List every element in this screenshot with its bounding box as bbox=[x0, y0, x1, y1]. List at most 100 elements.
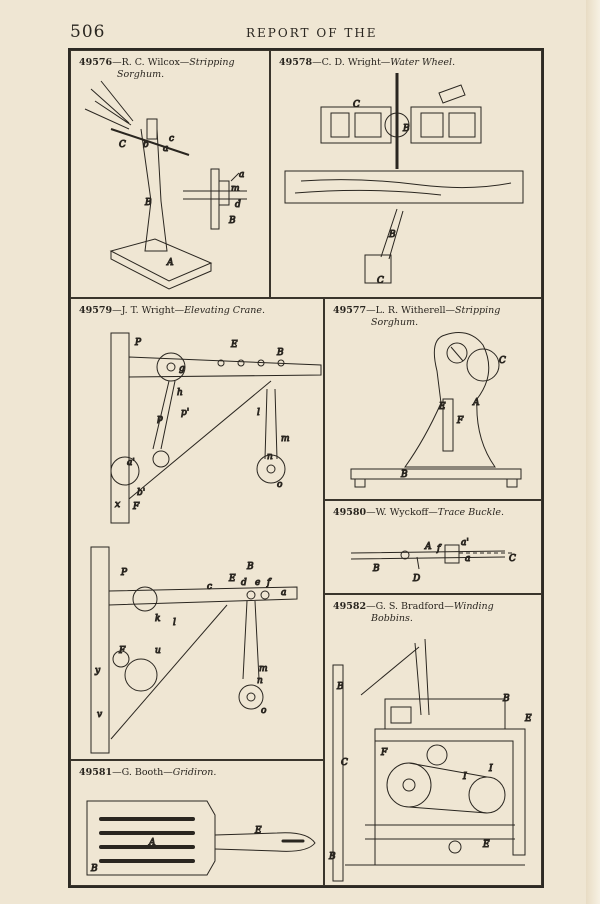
patentee: C. D. Wright bbox=[321, 57, 381, 68]
patent-title-continued: Bobbins. bbox=[371, 613, 413, 624]
fig-label: B bbox=[336, 682, 344, 692]
fig-label: F bbox=[118, 646, 126, 656]
fig-label: u bbox=[155, 646, 161, 656]
patent-number: 49577 bbox=[333, 305, 367, 316]
stripping-sorghum-drawing: C b c a B A a m d B bbox=[84, 80, 247, 290]
fig-label: C bbox=[119, 140, 126, 150]
patent-title: Trace Buckle. bbox=[437, 507, 505, 518]
patent-panel-49577: 49577—L. R. Witherell—Stripping Sorghum.… bbox=[324, 298, 542, 500]
fig-label: E bbox=[524, 714, 532, 724]
patentee: J. T. Wright bbox=[121, 305, 175, 316]
fig-label: m bbox=[281, 434, 290, 444]
fig-label: p' bbox=[181, 408, 189, 418]
fig-label: d bbox=[241, 578, 247, 588]
patent-number: 49579 bbox=[79, 305, 113, 316]
patent-number: 49581 bbox=[79, 767, 113, 778]
fig-label: F bbox=[380, 748, 388, 758]
fig-label: b bbox=[143, 140, 149, 150]
fig-label: c bbox=[169, 134, 174, 144]
patent-caption: 49581—G. Booth—Gridiron. bbox=[79, 767, 217, 778]
fig-label: E bbox=[230, 340, 238, 350]
patentee: G. Booth bbox=[121, 767, 164, 778]
fig-label: I bbox=[462, 772, 467, 782]
fig-label: B bbox=[502, 694, 510, 704]
fig-label: B bbox=[328, 852, 336, 862]
fig-label: m bbox=[231, 184, 240, 194]
patentee: L. R. Witherell bbox=[375, 305, 446, 316]
fig-label: a bbox=[239, 170, 244, 180]
fig-label: E bbox=[228, 574, 236, 584]
patent-panel-49579: 49579—J. T. Wright—Elevating Crane. P E … bbox=[70, 298, 324, 760]
patentee: R. C. Wilcox bbox=[121, 57, 180, 68]
fig-label: C bbox=[377, 276, 384, 286]
fig-label: n bbox=[267, 452, 273, 462]
patent-title-continued: Sorghum. bbox=[371, 317, 419, 328]
patent-title: Winding bbox=[453, 601, 494, 612]
fig-label: F bbox=[132, 502, 140, 512]
page-number: 506 bbox=[70, 22, 106, 42]
page-header: 506 REPORT OF THE bbox=[66, 22, 536, 42]
page-edge bbox=[586, 0, 600, 904]
fig-label: y bbox=[94, 666, 101, 676]
fig-label: F bbox=[456, 416, 464, 426]
fig-label: a bbox=[281, 588, 286, 598]
water-wheel-drawing: C B B C bbox=[284, 73, 524, 287]
fig-label: P bbox=[120, 568, 128, 578]
fig-label: B bbox=[402, 124, 410, 134]
fig-label: f bbox=[436, 544, 442, 554]
patent-title: Stripping bbox=[455, 305, 501, 316]
fig-label: B bbox=[246, 562, 254, 572]
patentee: G. S. Bradford bbox=[375, 601, 445, 612]
patent-number: 49582 bbox=[333, 601, 367, 612]
running-title: REPORT OF THE bbox=[246, 26, 378, 40]
fig-label: E bbox=[254, 826, 262, 836]
fig-label: a bbox=[465, 554, 470, 564]
fig-label: C bbox=[353, 100, 360, 110]
fig-label: A bbox=[148, 838, 156, 848]
fig-label: o bbox=[277, 480, 283, 490]
fig-label: B bbox=[144, 198, 152, 208]
patent-panel-49578: 49578—C. D. Wright—Water Wheel. C B B C bbox=[270, 50, 542, 298]
fig-label: B bbox=[372, 564, 380, 574]
fig-label: A bbox=[424, 542, 432, 552]
fig-label: g bbox=[179, 364, 185, 374]
patent-title-continued: Sorghum. bbox=[117, 69, 165, 80]
fig-label: f bbox=[266, 578, 272, 588]
fig-label: m bbox=[259, 664, 268, 674]
trace-buckle-drawing: a' A f a C B D bbox=[350, 538, 517, 585]
fig-label: E bbox=[482, 840, 490, 850]
gridiron-drawing: A B E bbox=[86, 800, 316, 876]
fig-label: B bbox=[90, 864, 98, 874]
patent-panel-49576: 49576—R. C. Wilcox—Stripping Sorghum. C … bbox=[70, 50, 270, 298]
patent-number: 49580 bbox=[333, 507, 367, 518]
fig-label: C bbox=[341, 758, 348, 768]
plate-frame: 49576—R. C. Wilcox—Stripping Sorghum. C … bbox=[68, 48, 544, 888]
fig-label: p bbox=[157, 414, 163, 424]
fig-label: d bbox=[235, 200, 241, 210]
fig-label: B bbox=[400, 470, 408, 480]
fig-label: D bbox=[412, 574, 420, 584]
fig-label: b' bbox=[137, 488, 145, 498]
stripping-sorghum-drawing: C A E F B bbox=[350, 332, 522, 488]
fig-label: P bbox=[134, 338, 142, 348]
fig-label: l bbox=[173, 618, 176, 628]
fig-label: c bbox=[207, 582, 212, 592]
fig-label: e bbox=[255, 578, 260, 588]
patent-number: 49578 bbox=[279, 57, 313, 68]
patent-caption: 49580—W. Wyckoff—Trace Buckle. bbox=[333, 507, 505, 518]
fig-label: v bbox=[97, 710, 102, 720]
fig-label: a' bbox=[127, 458, 135, 468]
fig-label: h bbox=[177, 388, 183, 398]
patent-title: Water Wheel. bbox=[390, 57, 456, 68]
patent-title: Gridiron. bbox=[172, 767, 217, 778]
fig-label: B bbox=[228, 216, 236, 226]
fig-label: B bbox=[388, 230, 396, 240]
patent-title: Elevating Crane. bbox=[184, 305, 266, 316]
patent-caption: 49576—R. C. Wilcox—Stripping Sorghum. bbox=[79, 57, 263, 81]
fig-label: l bbox=[257, 408, 260, 418]
patent-caption: 49577—L. R. Witherell—Stripping Sorghum. bbox=[333, 305, 535, 329]
patent-panel-49580: 49580—W. Wyckoff—Trace Buckle. a' A f a … bbox=[324, 500, 542, 594]
fig-label: B bbox=[276, 348, 284, 358]
patent-caption: 49582—G. S. Bradford—Winding Bobbins. bbox=[333, 601, 535, 625]
fig-label: E bbox=[438, 402, 446, 412]
